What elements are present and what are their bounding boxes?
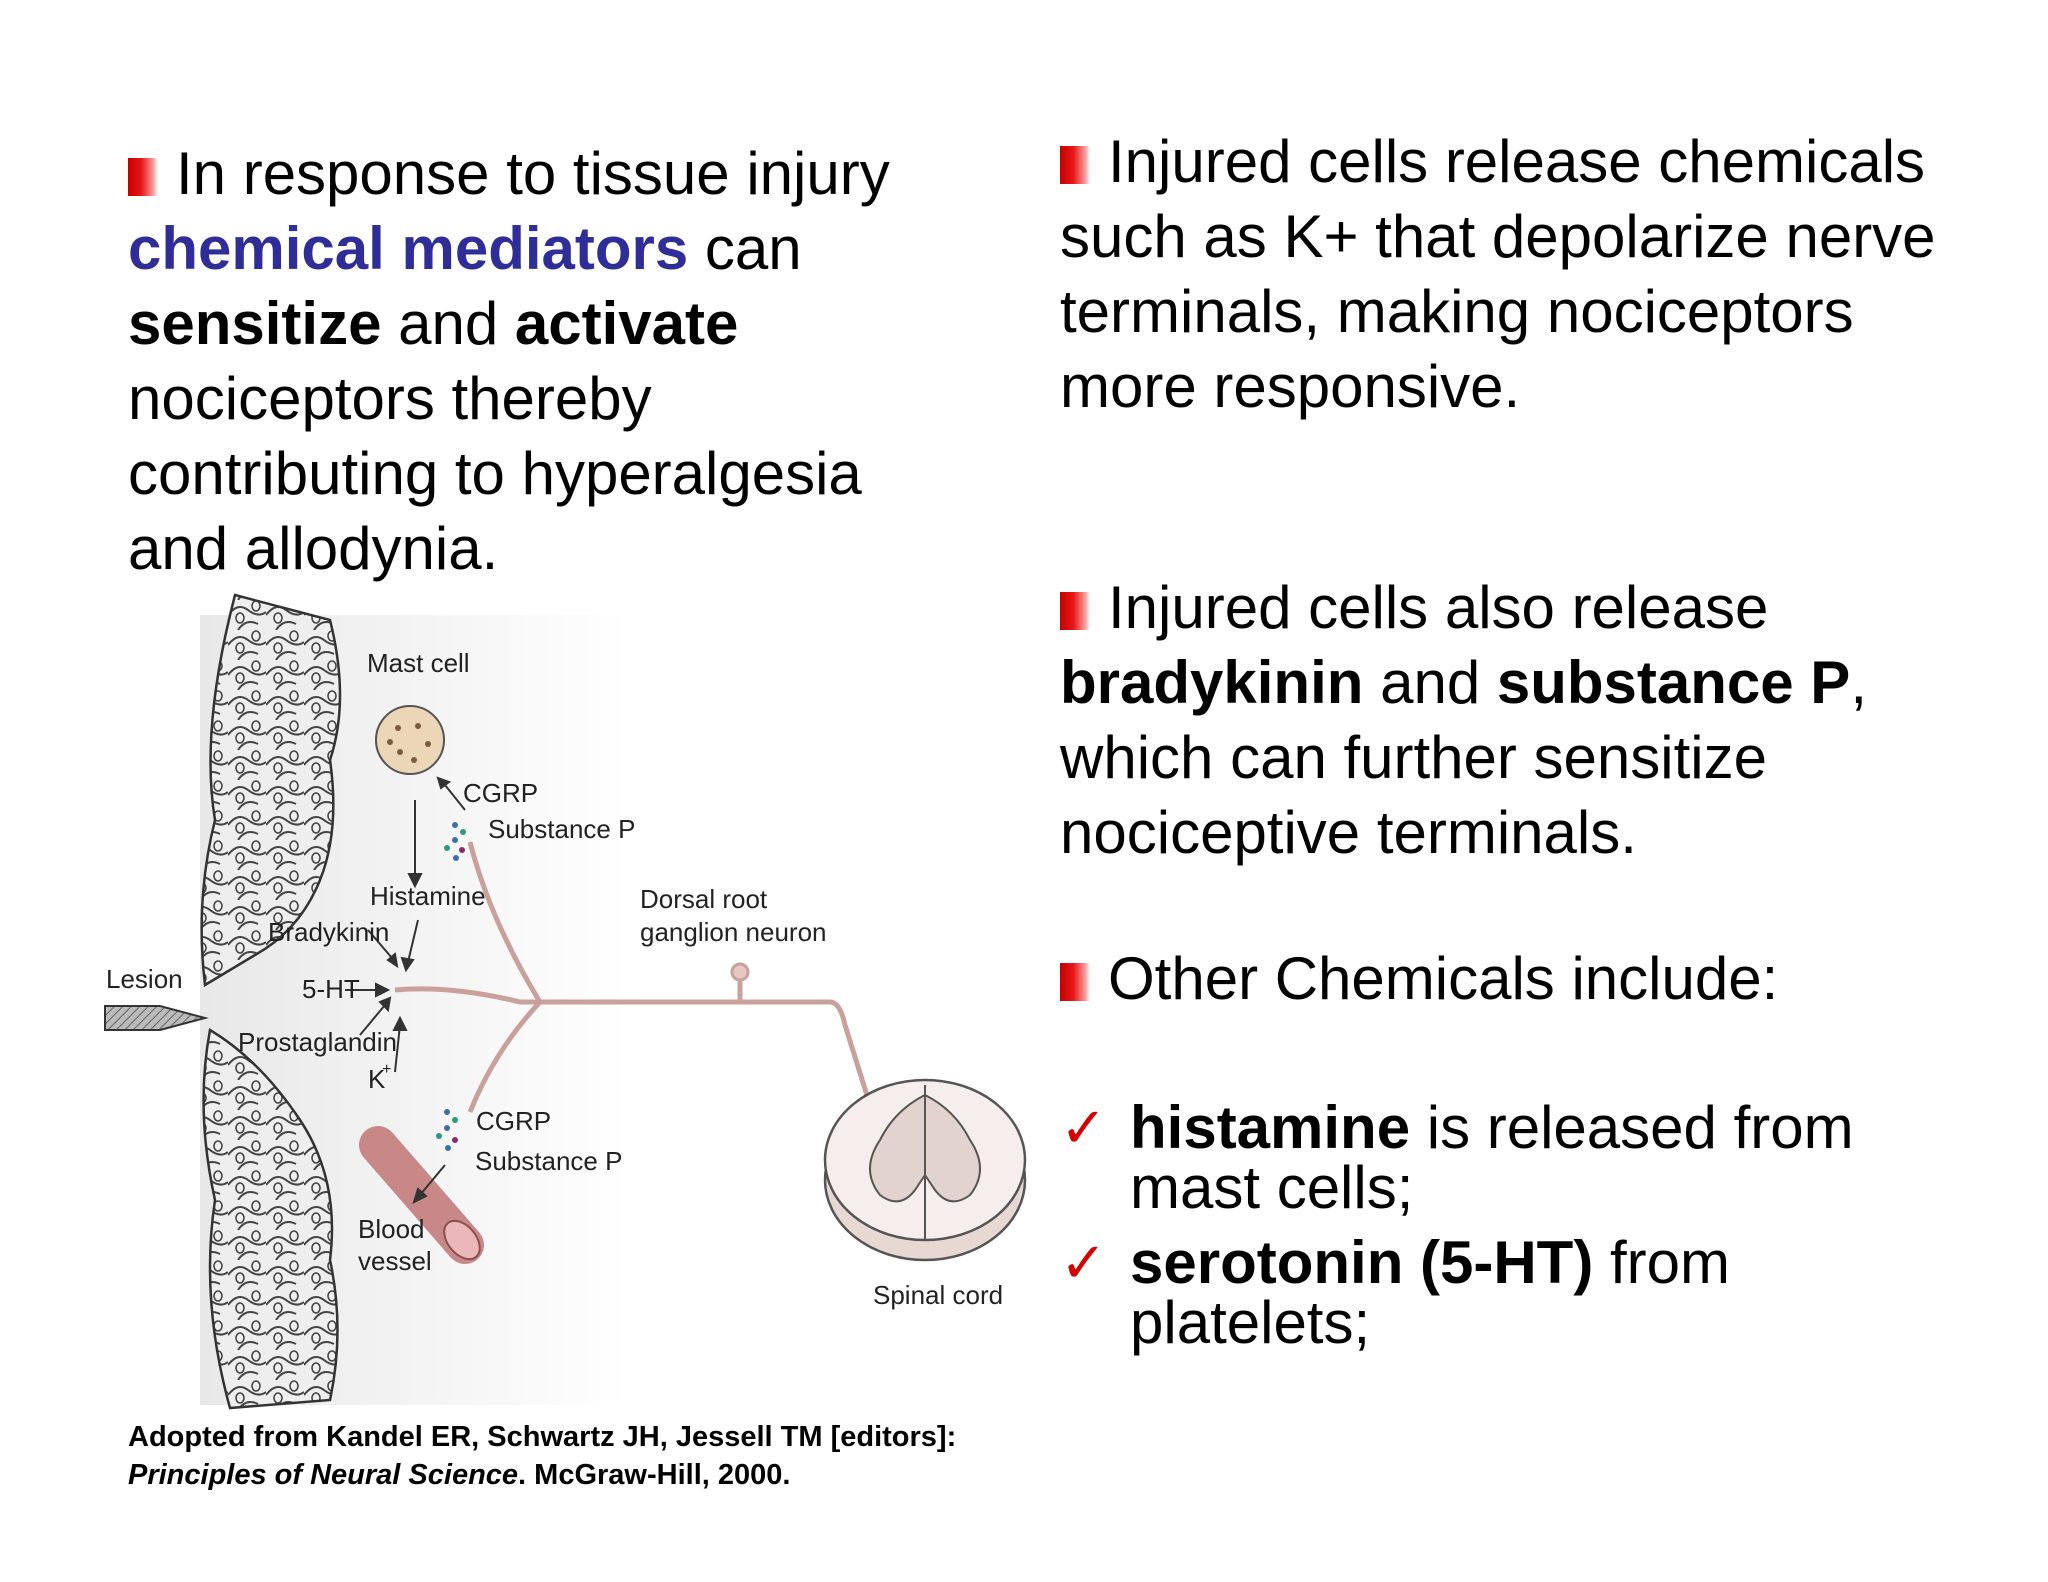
serotonin-rest: from platelets; <box>1130 1229 1730 1356</box>
right-para1-text: Injured cells release chemicals such as … <box>1060 128 1936 420</box>
nerve-fibres <box>394 841 873 1113</box>
label-dorsal-root-2: ganglion neuron <box>640 917 827 947</box>
label-cgrp-upper: CGRP <box>463 778 538 808</box>
label-k: K <box>368 1064 386 1094</box>
label-spinal-cord: Spinal cord <box>873 1280 1003 1310</box>
label-5ht: 5-HT <box>302 974 360 1004</box>
label-bradykinin: Bradykinin <box>268 917 389 947</box>
checkmark-icon: ✓ <box>1060 1231 1107 1294</box>
p2-rest-text: , which can further sensitize nociceptiv… <box>1060 649 1867 866</box>
can-text: can <box>688 215 802 282</box>
and-text: and <box>381 290 515 357</box>
label-substance-p-lower: Substance P <box>475 1146 622 1176</box>
right-paragraph-3: Other Chemicals include: <box>1060 941 1980 1016</box>
square-bullet-icon <box>128 158 158 196</box>
tissue-lower <box>202 1028 339 1410</box>
left-paragraph: In response to tissue injury chemical me… <box>128 136 978 586</box>
label-blood: Blood <box>358 1214 425 1244</box>
chemical-mediators-text: chemical mediators <box>128 215 689 282</box>
left-rest-text: nociceptors thereby contributing to hype… <box>128 365 862 582</box>
left-line1: In response to tissue injury <box>176 140 890 207</box>
label-mast-cell: Mast cell <box>367 648 470 678</box>
label-prostaglandin: Prostaglandin <box>238 1027 397 1057</box>
label-cgrp-lower: CGRP <box>476 1106 551 1136</box>
label-k-superscript: + <box>382 1061 391 1078</box>
check-item-serotonin: ✓ serotonin (5-HT) from platelets; <box>1060 1233 1980 1353</box>
lesion-blade <box>104 1005 209 1031</box>
blood-vessel-end <box>443 1219 481 1261</box>
square-bullet-icon <box>1060 146 1090 184</box>
mast-cell-granules <box>387 723 431 763</box>
histamine-rest: is released from mast cells; <box>1130 1094 1854 1221</box>
right-paragraph-2: Injured cells also release bradykinin an… <box>1060 570 1980 870</box>
molecule-dots-upper <box>444 822 466 861</box>
label-vessel: vessel <box>358 1246 432 1276</box>
p2-a-text: Injured cells also release <box>1108 574 1769 641</box>
caption-rest: . McGraw-Hill, 2000. <box>518 1459 791 1491</box>
bradykinin-text: bradykinin <box>1060 649 1364 716</box>
spinal-cord <box>823 1078 1027 1262</box>
label-histamine: Histamine <box>370 881 486 911</box>
arrows <box>345 776 466 1204</box>
checkmark-icon: ✓ <box>1060 1096 1107 1159</box>
label-dorsal-root-1: Dorsal root <box>640 884 768 914</box>
check-item-histamine: ✓ histamine is released from mast cells; <box>1060 1098 1980 1218</box>
caption-line1: Adopted from Kandel ER, Schwartz JH, Jes… <box>128 1421 957 1453</box>
right-paragraph-1: Injured cells release chemicals such as … <box>1060 124 1980 424</box>
histamine-bold: histamine <box>1130 1094 1411 1161</box>
label-substance-p-upper: Substance P <box>488 814 635 844</box>
figure-caption: Adopted from Kandel ER, Schwartz JH, Jes… <box>128 1418 956 1494</box>
sensitize-text: sensitize <box>128 290 382 357</box>
other-chemicals-text: Other Chemicals include: <box>1108 945 1779 1012</box>
mast-cell <box>375 705 445 775</box>
activate-text: activate <box>514 290 739 357</box>
caption-book-title: Principles of Neural Science <box>128 1459 519 1491</box>
serotonin-bold: serotonin (5-HT) <box>1130 1229 1594 1296</box>
ganglion-cell-body <box>730 962 750 982</box>
substance-p-text: substance P <box>1496 649 1851 716</box>
square-bullet-icon <box>1060 963 1090 1001</box>
square-bullet-icon <box>1060 592 1090 630</box>
molecule-dots-lower <box>436 1109 458 1151</box>
label-lesion: Lesion <box>106 964 183 994</box>
p2-and-text: and <box>1363 649 1497 716</box>
tissue-upper <box>200 593 342 988</box>
